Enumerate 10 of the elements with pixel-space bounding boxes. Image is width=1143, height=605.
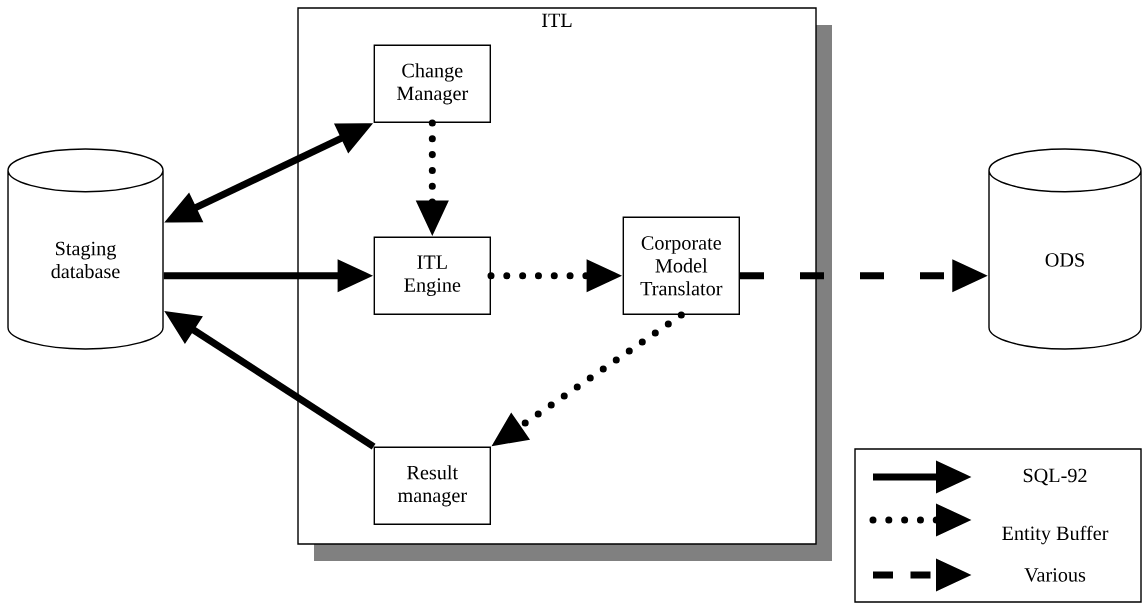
- database-cylinder: Staging database: [7, 148, 164, 350]
- process-box: Result manager: [373, 446, 491, 525]
- process-box: ITL Engine: [373, 236, 491, 315]
- database-cylinder: ODS: [988, 148, 1142, 350]
- legend-label: SQL-92: [1023, 468, 1087, 486]
- legend-label: Entity Buffer: [1002, 525, 1109, 545]
- node-label: ITL: [542, 13, 572, 27]
- process-box: Change Manager: [373, 44, 491, 123]
- process-box: Corporate Model Translator: [622, 216, 740, 315]
- legend-label: Various: [1024, 568, 1086, 582]
